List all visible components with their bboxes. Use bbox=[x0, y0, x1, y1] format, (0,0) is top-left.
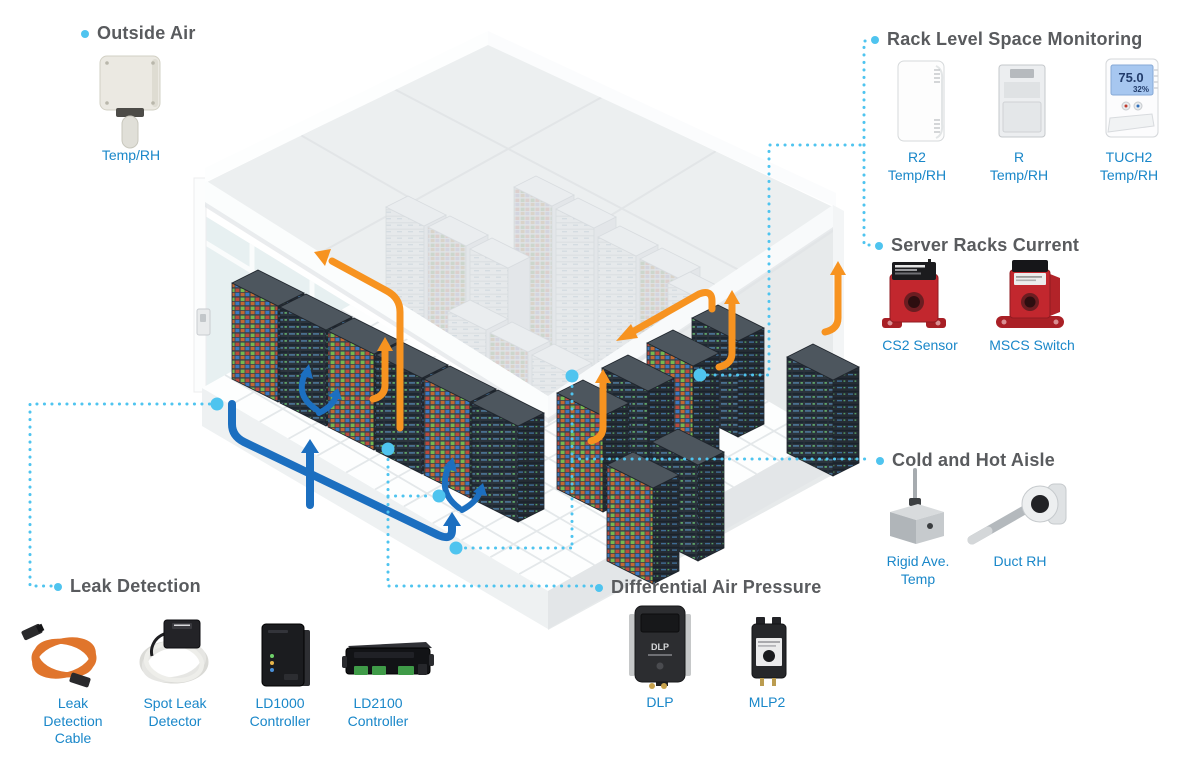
heading-label: Rack Level Space Monitoring bbox=[887, 29, 1143, 49]
tuch2-humidity-reading: 32% bbox=[1133, 85, 1149, 94]
device-label: Rigid Ave.Temp bbox=[886, 553, 950, 587]
ld1000-controller-icon bbox=[261, 623, 310, 687]
dlp-pressure-sensor-icon: DLP bbox=[629, 605, 691, 689]
cyan-bullet-icon bbox=[871, 35, 879, 44]
heading-label: Server Racks Current bbox=[891, 235, 1080, 255]
cyan-bullet-icon bbox=[54, 582, 62, 591]
mlp2-pressure-sensor-icon bbox=[751, 617, 787, 686]
left-wall-edge bbox=[193, 177, 207, 393]
server-rack bbox=[606, 451, 680, 585]
heading-rack-level-space-monitoring: Rack Level Space Monitoring bbox=[871, 28, 1142, 50]
rigid-average-temp-sensor-icon bbox=[890, 468, 944, 544]
cyan-bullet-icon bbox=[875, 241, 883, 250]
heading-cold-and-hot-aisle: Cold and Hot Aisle bbox=[876, 449, 1055, 471]
device-label: MSCS Switch bbox=[989, 337, 1075, 353]
r2-temp-rh-sensor-icon bbox=[897, 60, 945, 142]
cold-air-arrowhead bbox=[300, 364, 487, 526]
duct-rh-sensor-icon bbox=[967, 483, 1067, 545]
server-rack bbox=[786, 343, 860, 477]
heading-leak-detection: Leak Detection bbox=[54, 575, 201, 597]
cs2-current-sensor-icon bbox=[882, 259, 946, 328]
heading-label: Cold and Hot Aisle bbox=[892, 450, 1055, 470]
tuch2-thermostat-icon: 75.0 32% bbox=[1105, 58, 1159, 138]
device-label: Duct RH bbox=[993, 553, 1047, 569]
cyan-bullet-icon bbox=[81, 29, 89, 38]
connector-lines bbox=[28, 39, 875, 588]
tuch2-temperature-reading: 75.0 bbox=[1118, 70, 1143, 85]
heading-label: Leak Detection bbox=[70, 576, 201, 596]
sensor-location-dots bbox=[210, 368, 707, 555]
airflow-arrows bbox=[228, 249, 846, 542]
heading-label: Outside Air bbox=[97, 23, 196, 43]
spot-leak-detector-icon bbox=[139, 619, 209, 684]
hot-air-arrowhead bbox=[314, 249, 846, 383]
cyan-bullet-icon bbox=[595, 583, 603, 592]
r-temp-rh-sensor-icon bbox=[998, 64, 1046, 138]
heading-outside-air: Outside Air bbox=[81, 22, 196, 44]
ld2100-controller-icon bbox=[342, 642, 434, 675]
heading-server-racks-current: Server Racks Current bbox=[875, 234, 1079, 256]
mscs-current-switch-icon bbox=[996, 260, 1064, 328]
device-label: DLP bbox=[646, 694, 674, 710]
server-rack bbox=[471, 389, 545, 523]
leak-detection-cable-icon bbox=[21, 623, 97, 688]
hot-air-arrow bbox=[328, 257, 842, 445]
ceiling-bands bbox=[205, 31, 844, 445]
device-label: MLP2 bbox=[748, 694, 786, 710]
device-label: CS2 Sensor bbox=[882, 337, 958, 353]
outside-air-temp-rh-sensor-icon bbox=[99, 55, 161, 149]
device-label: Temp/RH bbox=[101, 147, 161, 163]
cyan-bullet-icon bbox=[876, 456, 884, 465]
heading-differential-air-pressure: Differential Air Pressure bbox=[595, 576, 821, 598]
dlp-label-text: DLP bbox=[651, 642, 669, 652]
heading-label: Differential Air Pressure bbox=[611, 577, 822, 597]
